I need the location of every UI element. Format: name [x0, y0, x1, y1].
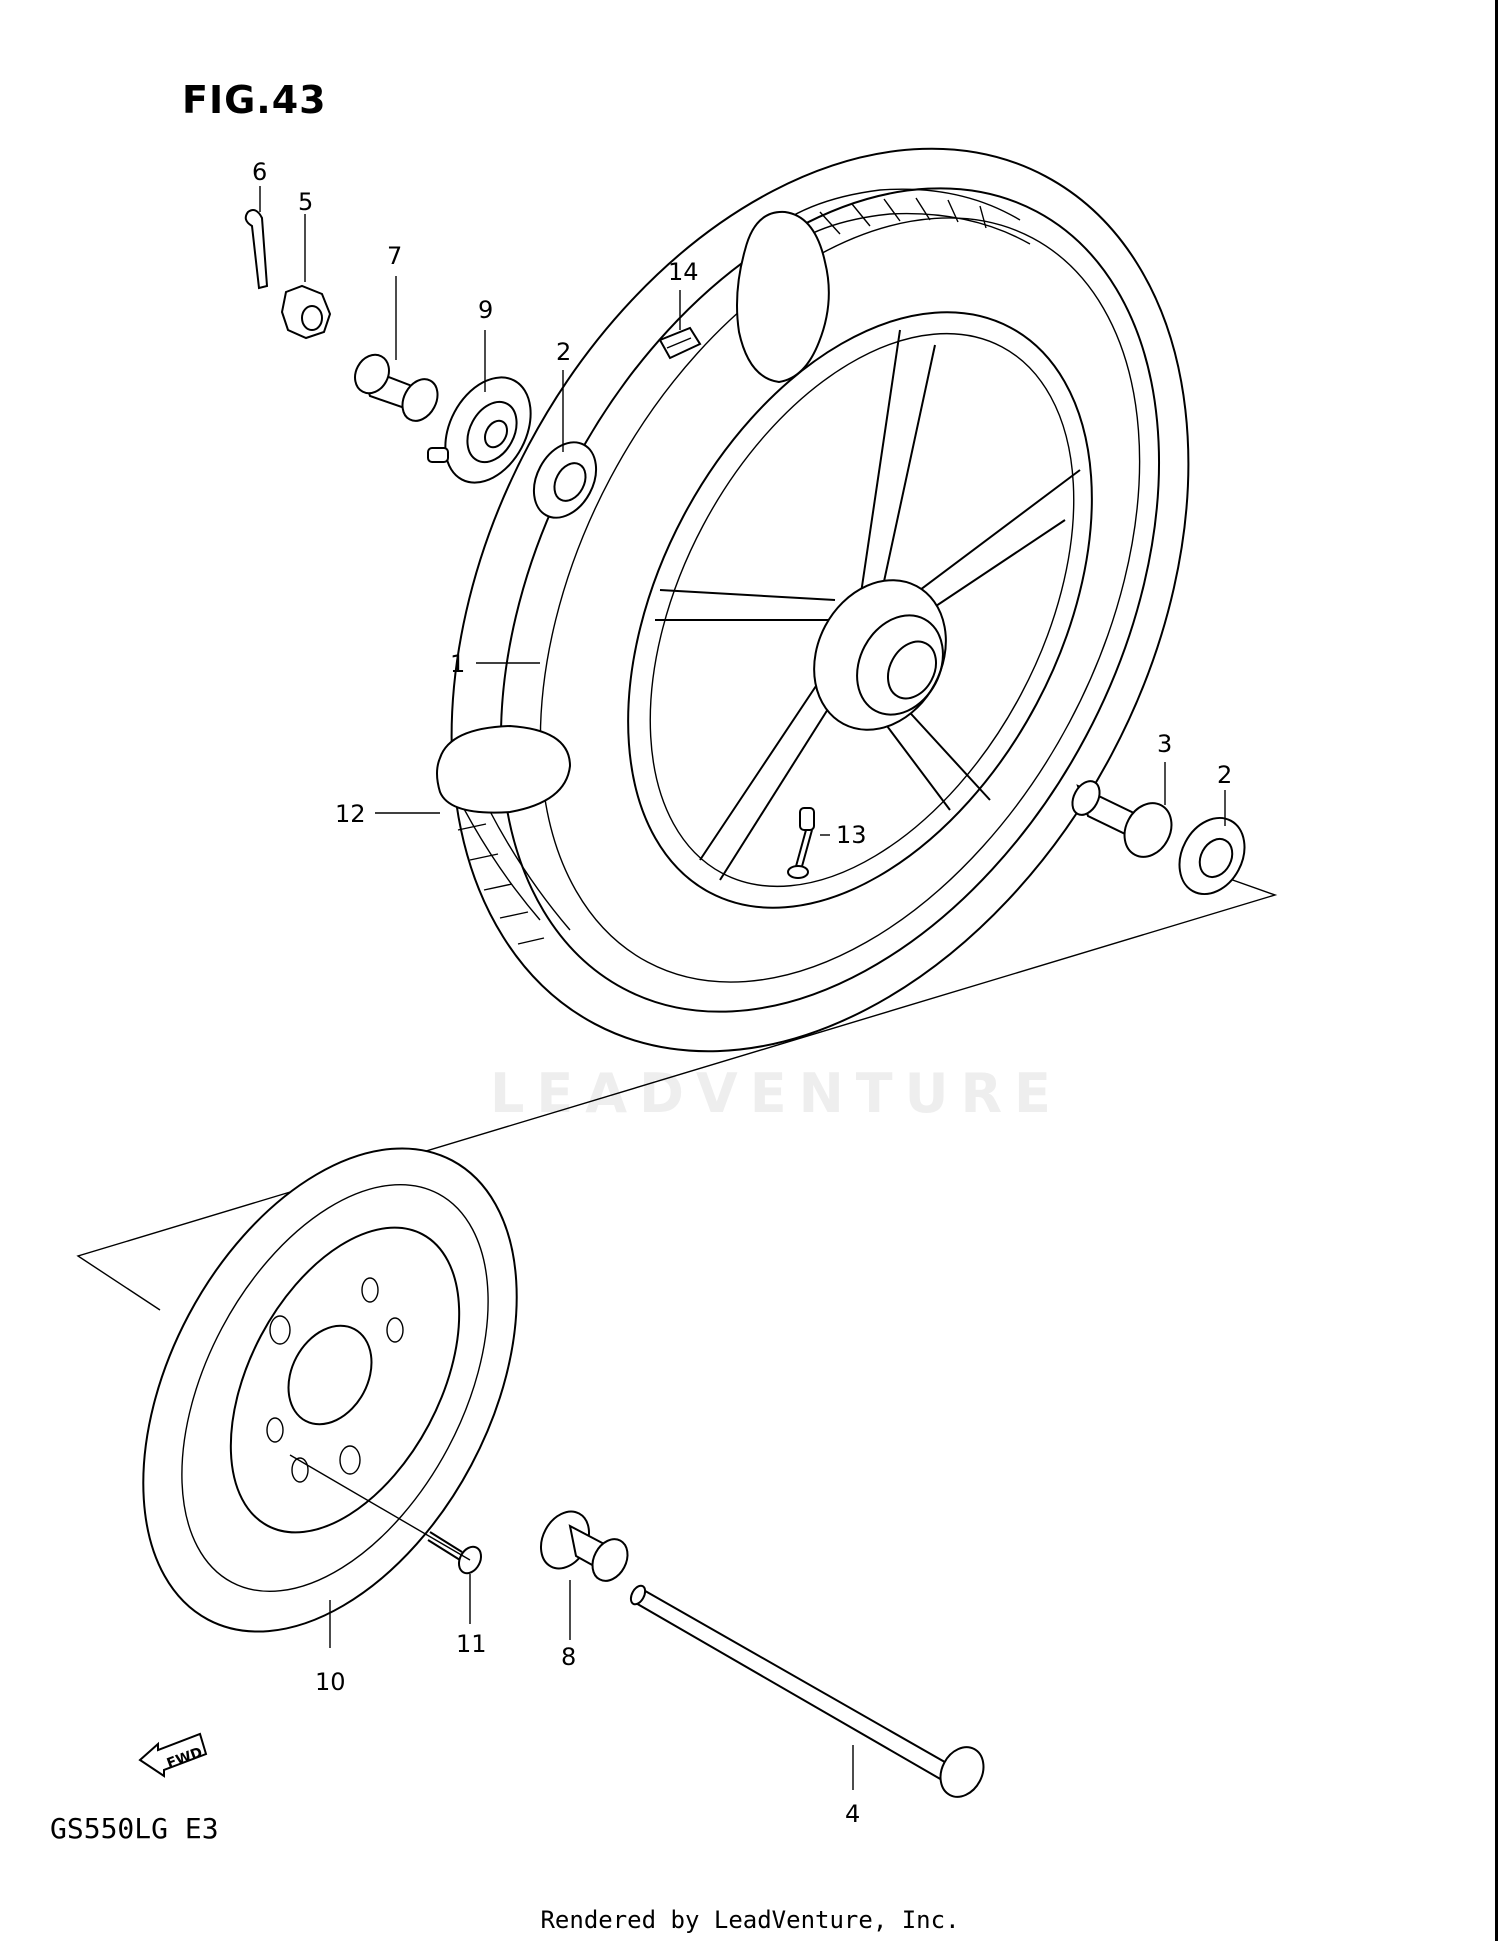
tire-valve	[787, 807, 815, 879]
callout-2-upper: 2	[556, 338, 571, 366]
callout-5: 5	[298, 188, 313, 216]
balance-weight	[658, 326, 702, 360]
disc-collar	[540, 1510, 629, 1582]
wheel-rim	[627, 311, 1093, 909]
watermark-text: LEADVENTURE	[490, 1062, 1063, 1125]
bearing-upper	[532, 441, 598, 519]
callout-6: 6	[252, 158, 267, 186]
footer-credit: Rendered by LeadVenture, Inc.	[540, 1906, 960, 1934]
leader-lines	[259, 186, 1226, 1790]
callout-9: 9	[478, 296, 493, 324]
callout-4: 4	[845, 1800, 860, 1828]
cotter-pin	[244, 209, 269, 290]
wheel-spacer	[1071, 780, 1173, 858]
callout-labels: 6 5 7 9 2 14 1 12 13 3 2 10 11 8 4	[252, 158, 1232, 1828]
callout-7: 7	[387, 242, 402, 270]
figure-title: FIG.43	[182, 78, 327, 122]
tire	[436, 147, 1190, 1053]
bearing-lower	[1178, 816, 1246, 896]
speedometer-gearbox	[427, 376, 532, 484]
forward-arrow-icon: FWD	[138, 1732, 208, 1778]
callout-8: 8	[561, 1643, 576, 1671]
disc-bolt	[427, 1531, 483, 1575]
axle-nut	[280, 284, 332, 340]
model-code: GS550LG E3	[50, 1812, 219, 1845]
callout-12: 12	[335, 800, 366, 828]
callout-1: 1	[450, 650, 465, 678]
callout-14: 14	[668, 258, 699, 286]
callout-2-lower: 2	[1217, 761, 1232, 789]
brake-disc	[142, 1147, 518, 1633]
page-border	[1495, 0, 1498, 1941]
callout-11: 11	[456, 1630, 487, 1658]
callout-13: 13	[836, 821, 867, 849]
axle-center-line	[76, 871, 1278, 1311]
callout-10: 10	[315, 1668, 346, 1696]
callout-3: 3	[1157, 730, 1172, 758]
collar	[354, 353, 439, 422]
front-axle	[629, 1584, 985, 1798]
